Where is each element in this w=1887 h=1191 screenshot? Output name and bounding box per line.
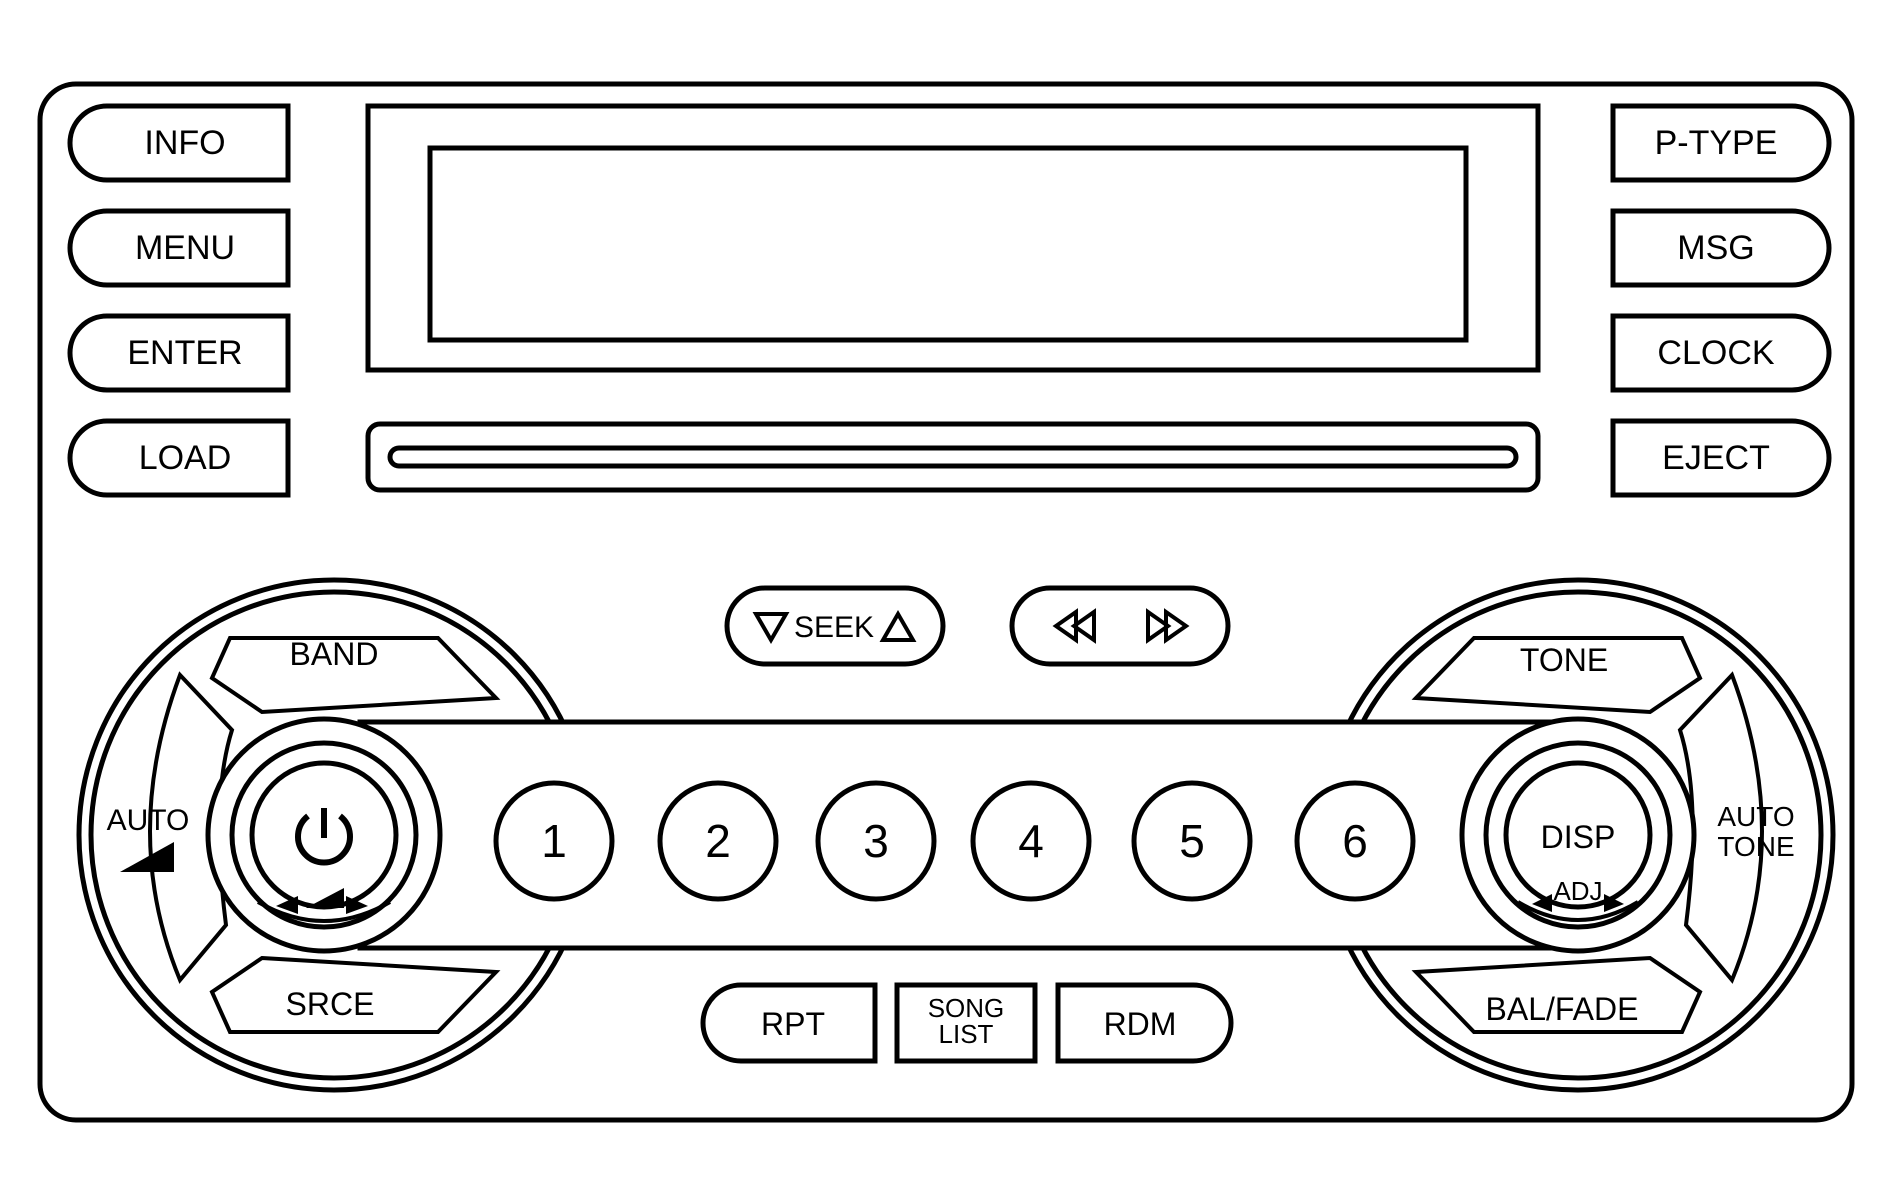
bal-fade-label: BAL/FADE <box>1486 991 1639 1027</box>
disp-adj-knob[interactable]: DISP ADJ <box>1459 716 1697 954</box>
preset-bar <box>357 719 1555 951</box>
bal-fade-button[interactable]: BAL/FADE <box>1411 955 1703 1034</box>
msg-button[interactable]: MSG <box>1610 208 1832 288</box>
display-screen <box>427 145 1469 343</box>
preset-2-label: 2 <box>705 815 731 867</box>
eject-button[interactable]: EJECT <box>1610 418 1832 498</box>
preset-buttons: 1 2 3 4 5 6 <box>493 780 1416 902</box>
preset-3-button[interactable]: 3 <box>815 780 937 902</box>
srce-button[interactable]: SRCE <box>209 955 501 1034</box>
power-icon <box>295 808 353 866</box>
info-label: INFO <box>144 124 225 162</box>
tone-button[interactable]: TONE <box>1411 636 1703 715</box>
left-button-column: INFO MENU ENTER LOAD <box>67 103 291 498</box>
rewind-fast-forward-button[interactable] <box>1009 585 1231 667</box>
rdm-label: RDM <box>1104 1006 1177 1042</box>
srce-label: SRCE <box>286 986 375 1022</box>
preset-1-label: 1 <box>541 815 567 867</box>
adj-label: ADJ <box>1553 876 1602 906</box>
song-list-button[interactable]: SONG LIST <box>894 982 1038 1064</box>
volume-arrows-icon <box>257 900 391 923</box>
auto-tone-line1: AUTO <box>1717 801 1794 832</box>
band-button[interactable]: BAND <box>209 636 501 715</box>
msg-label: MSG <box>1677 229 1754 267</box>
preset-6-button[interactable]: 6 <box>1294 780 1416 902</box>
auto-tone-line2: TONE <box>1717 831 1794 862</box>
p-type-label: P-TYPE <box>1655 124 1778 162</box>
rewind-icon <box>1052 608 1096 644</box>
auto-volume-label: AUTO <box>107 804 190 837</box>
preset-3-label: 3 <box>863 815 889 867</box>
power-volume-knob[interactable] <box>205 716 443 954</box>
faceplate-outline <box>37 81 1855 1123</box>
load-label: LOAD <box>139 439 232 477</box>
band-label: BAND <box>290 636 379 672</box>
p-type-button[interactable]: P-TYPE <box>1610 103 1832 183</box>
tone-label: TONE <box>1520 642 1608 678</box>
right-button-column: P-TYPE MSG CLOCK EJECT <box>1610 103 1832 498</box>
adj-arrows-icon <box>1516 900 1640 922</box>
preset-4-button[interactable]: 4 <box>970 780 1092 902</box>
eject-label: EJECT <box>1662 439 1770 477</box>
seek-down-icon <box>752 612 790 645</box>
preset-4-label: 4 <box>1018 815 1044 867</box>
bottom-button-row: RPT SONG LIST RDM <box>700 982 1234 1064</box>
seek-up-icon <box>879 609 917 642</box>
cd-slot[interactable] <box>365 421 1541 493</box>
fast-forward-icon <box>1146 608 1190 644</box>
list-label: LIST <box>939 1019 994 1049</box>
clock-button[interactable]: CLOCK <box>1610 313 1832 393</box>
seek-button[interactable]: SEEK <box>724 585 946 667</box>
song-label: SONG <box>928 993 1005 1023</box>
volume-ramp-icon <box>120 842 174 872</box>
preset-5-button[interactable]: 5 <box>1131 780 1253 902</box>
info-button[interactable]: INFO <box>67 103 291 183</box>
menu-button[interactable]: MENU <box>67 208 291 288</box>
rdm-button[interactable]: RDM <box>1055 982 1234 1064</box>
seek-label: SEEK <box>794 611 874 644</box>
preset-1-button[interactable]: 1 <box>493 780 615 902</box>
preset-2-button[interactable]: 2 <box>657 780 779 902</box>
enter-label: ENTER <box>127 334 242 372</box>
menu-label: MENU <box>135 229 235 267</box>
rpt-button[interactable]: RPT <box>700 982 878 1064</box>
display <box>365 103 1541 373</box>
preset-5-label: 5 <box>1179 815 1205 867</box>
knob-volume-ramp-icon <box>306 888 344 908</box>
load-button[interactable]: LOAD <box>67 418 291 498</box>
rpt-label: RPT <box>761 1006 825 1042</box>
disp-label: DISP <box>1541 819 1616 855</box>
auto-tone-button[interactable]: AUTO TONE <box>1677 671 1795 984</box>
clock-label: CLOCK <box>1657 334 1774 372</box>
enter-button[interactable]: ENTER <box>67 313 291 393</box>
preset-6-label: 6 <box>1342 815 1368 867</box>
